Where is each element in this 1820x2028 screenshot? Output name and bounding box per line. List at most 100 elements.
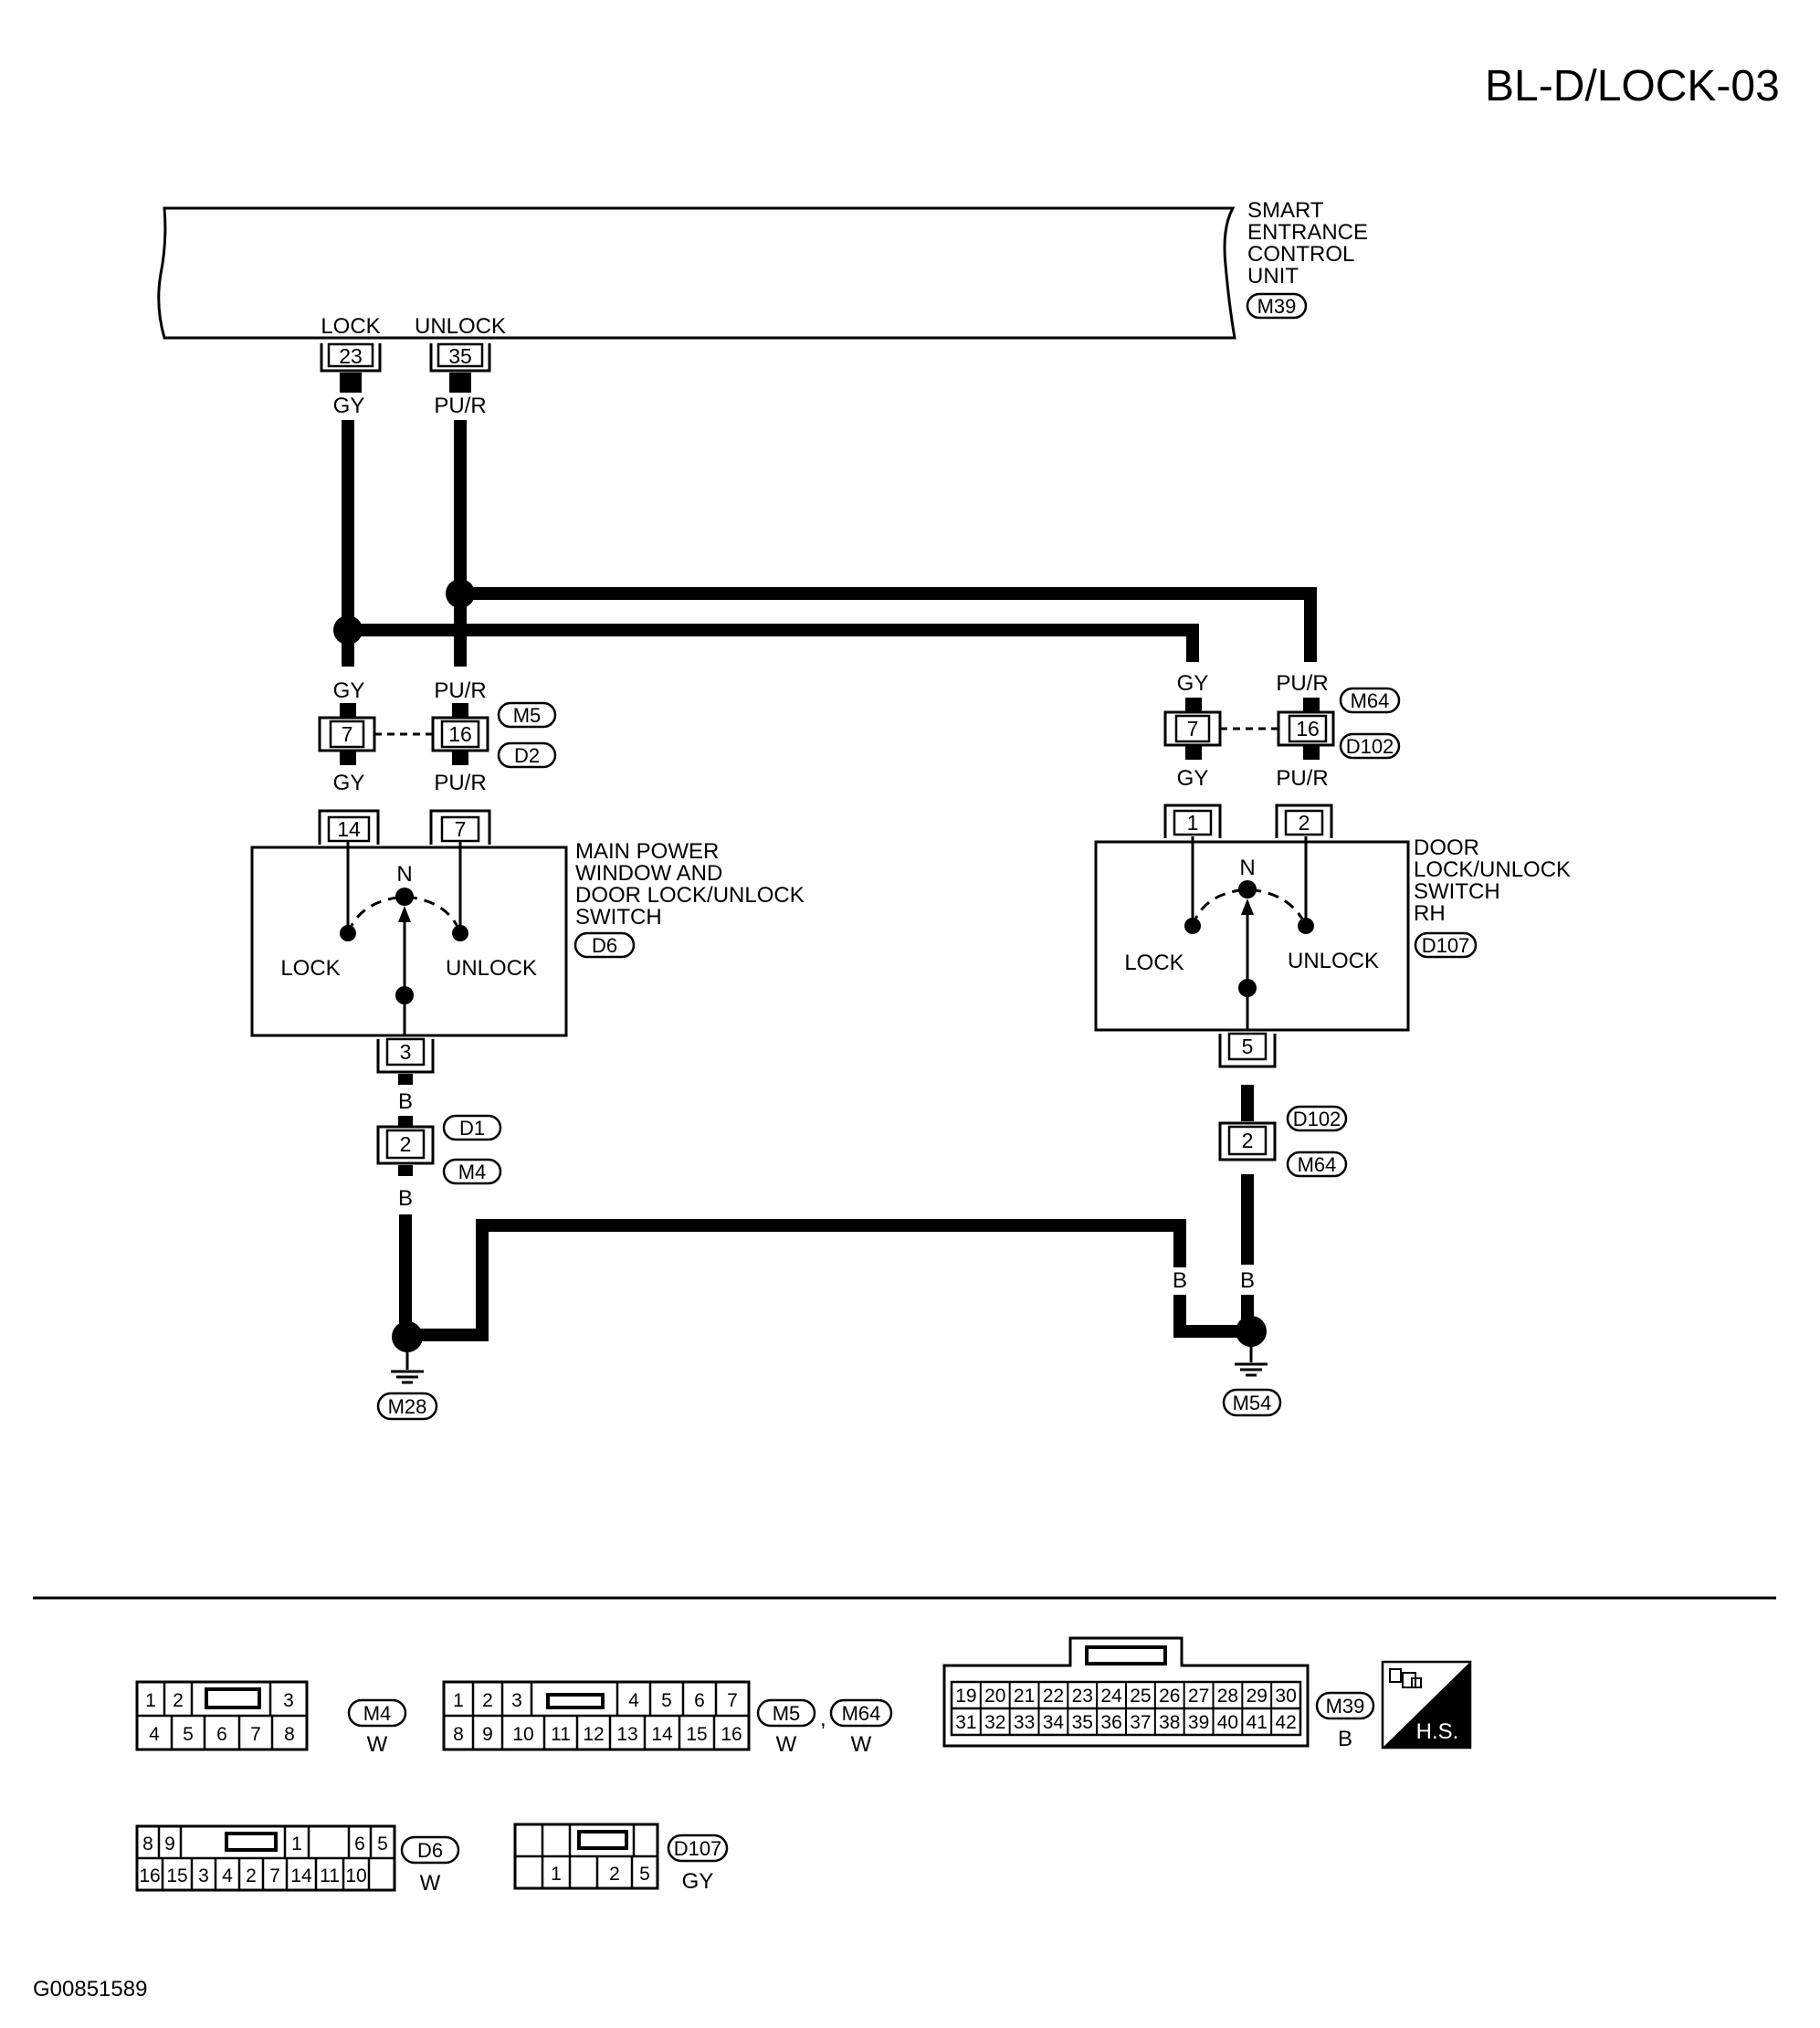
wire-b-left-2: B (398, 1186, 413, 1211)
connector-view-m5: 1 2 3 4 5 6 7 8 9 10 11 12 13 14 15 16 (442, 1680, 751, 1751)
control-unit-name-2: ENTRANCE (1247, 220, 1368, 245)
m39-cell: 26 (1159, 1686, 1180, 1707)
m5-cell: 4 (628, 1690, 639, 1711)
wire-pur-left-upper: PU/R (434, 678, 486, 703)
wire-pur-right-lower: PU/R (1276, 766, 1328, 791)
main-switch-pin-7: 7 (455, 817, 467, 841)
m39-cell: 25 (1130, 1686, 1151, 1707)
control-unit-connector: M39 (1257, 295, 1297, 318)
m39-cell: 36 (1100, 1712, 1121, 1733)
m4-cell: 7 (250, 1724, 261, 1745)
m4-cell: 8 (284, 1724, 295, 1745)
pin-35: 35 (448, 344, 472, 368)
wire-gy-right-upper: GY (1177, 671, 1209, 696)
main-switch-box (250, 846, 568, 1037)
m39-cell: 24 (1100, 1686, 1122, 1707)
m5-cell: 16 (721, 1724, 742, 1745)
main-switch-top-pins: 14 7 (318, 809, 491, 845)
m5-cell: 14 (651, 1724, 673, 1745)
m64-view-color: W (851, 1732, 872, 1757)
rh-switch-bottom-pin: 5 (1218, 1032, 1277, 1068)
control-unit-unlock-label: UNLOCK (415, 314, 506, 339)
rh-switch-top-pins: 1 2 (1163, 804, 1333, 838)
m39-cell: 35 (1072, 1712, 1093, 1733)
left-ground-joint: 2 (376, 1125, 435, 1165)
left-harness-connector-top: M5 (513, 704, 542, 727)
junction-lock (333, 615, 363, 645)
right-ground-joint: 2 (1218, 1121, 1277, 1161)
d107-cell: 2 (609, 1864, 620, 1885)
rh-switch-name-4: RH (1414, 901, 1446, 926)
d6-cell: 6 (354, 1834, 365, 1855)
d6-cell: 2 (246, 1865, 257, 1886)
m5-cell: 15 (686, 1724, 707, 1745)
main-switch-name-3: DOOR LOCK/UNLOCK (575, 883, 805, 908)
m5-cell: 8 (453, 1724, 464, 1745)
wire-gy-left-lower: GY (333, 771, 365, 795)
rh-switch-pin-2: 2 (1299, 811, 1310, 835)
m5-view-color: W (776, 1732, 797, 1757)
left-ground-id: M28 (388, 1395, 427, 1418)
rh-switch-name-3: SWITCH (1414, 879, 1500, 904)
left-harness-oval-top (497, 701, 557, 729)
control-unit-name-4: UNIT (1247, 264, 1299, 289)
right-harness-pin-7: 7 (1187, 717, 1199, 741)
pin-35-socket: 35 (429, 342, 491, 373)
d6-cell: 11 (320, 1865, 340, 1886)
m39-cell: 21 (1014, 1686, 1035, 1707)
main-switch-connector: D6 (592, 934, 617, 957)
d107-view-id: D107 (674, 1837, 722, 1860)
right-ground-id: M54 (1233, 1392, 1272, 1414)
main-switch-bottom-pin: 3 (376, 1037, 435, 1074)
m39-cell: 29 (1247, 1686, 1268, 1707)
pin-23: 23 (339, 344, 363, 368)
wire-b-right-3: B (1240, 1268, 1255, 1293)
wire-pur-right-upper: PU/R (1276, 671, 1328, 696)
pin-23-socket: 23 (320, 342, 382, 373)
main-switch-oval (573, 931, 636, 959)
wire-b-left-1: B (398, 1089, 413, 1114)
m39-cell: 39 (1188, 1712, 1209, 1733)
m5-view-oval (756, 1698, 816, 1728)
m5-view-id: M5 (773, 1702, 801, 1725)
right-ground-symbol (1235, 1346, 1268, 1377)
m39-cell: 33 (1014, 1712, 1035, 1733)
rh-switch-name-2: LOCK/UNLOCK (1414, 857, 1571, 882)
wire-gy-right-lower: GY (1177, 766, 1209, 791)
m5-cell: 3 (511, 1690, 522, 1711)
main-switch-neutral: N (396, 862, 412, 887)
right-ground-connector-bottom: M64 (1298, 1153, 1337, 1176)
m5-cell: 9 (482, 1724, 493, 1745)
right-ground-pin-2: 2 (1242, 1129, 1254, 1152)
left-ground-oval-top (442, 1114, 502, 1141)
d107-view-oval (667, 1834, 729, 1863)
right-ground-oval-bottom (1286, 1151, 1348, 1178)
m39-cell: 31 (955, 1712, 976, 1733)
d6-cell: 14 (290, 1865, 312, 1886)
d107-cell: 1 (551, 1864, 562, 1885)
m5-cell: 1 (453, 1690, 464, 1711)
left-ground-pin-2: 2 (400, 1132, 412, 1156)
d6-cell: 9 (164, 1834, 175, 1855)
left-ground-oval-bottom (442, 1158, 502, 1185)
rh-switch-neutral: N (1239, 856, 1255, 880)
d6-cell: 5 (377, 1834, 388, 1855)
m4-cell: 4 (149, 1724, 160, 1745)
m39-view-color: B (1338, 1727, 1352, 1751)
right-harness-connector-top: M64 (1351, 689, 1390, 712)
m4-view-oval (347, 1698, 407, 1728)
left-ground-oval (376, 1392, 438, 1421)
m5-cell: 2 (482, 1690, 493, 1711)
m64-view-oval (829, 1698, 893, 1728)
wire-gy-top: GY (333, 394, 365, 418)
main-switch-name-2: WINDOW AND (575, 861, 722, 886)
right-harness-connector: 7 16 (1163, 710, 1335, 747)
control-unit-lock-label: LOCK (321, 314, 380, 339)
right-ground-oval-top (1286, 1105, 1348, 1132)
m39-cell: 28 (1217, 1686, 1238, 1707)
control-unit-name-3: CONTROL (1247, 242, 1354, 267)
left-harness-connector-bottom: D2 (514, 744, 540, 767)
m39-cell: 23 (1072, 1686, 1093, 1707)
m39-cell: 40 (1217, 1712, 1238, 1733)
